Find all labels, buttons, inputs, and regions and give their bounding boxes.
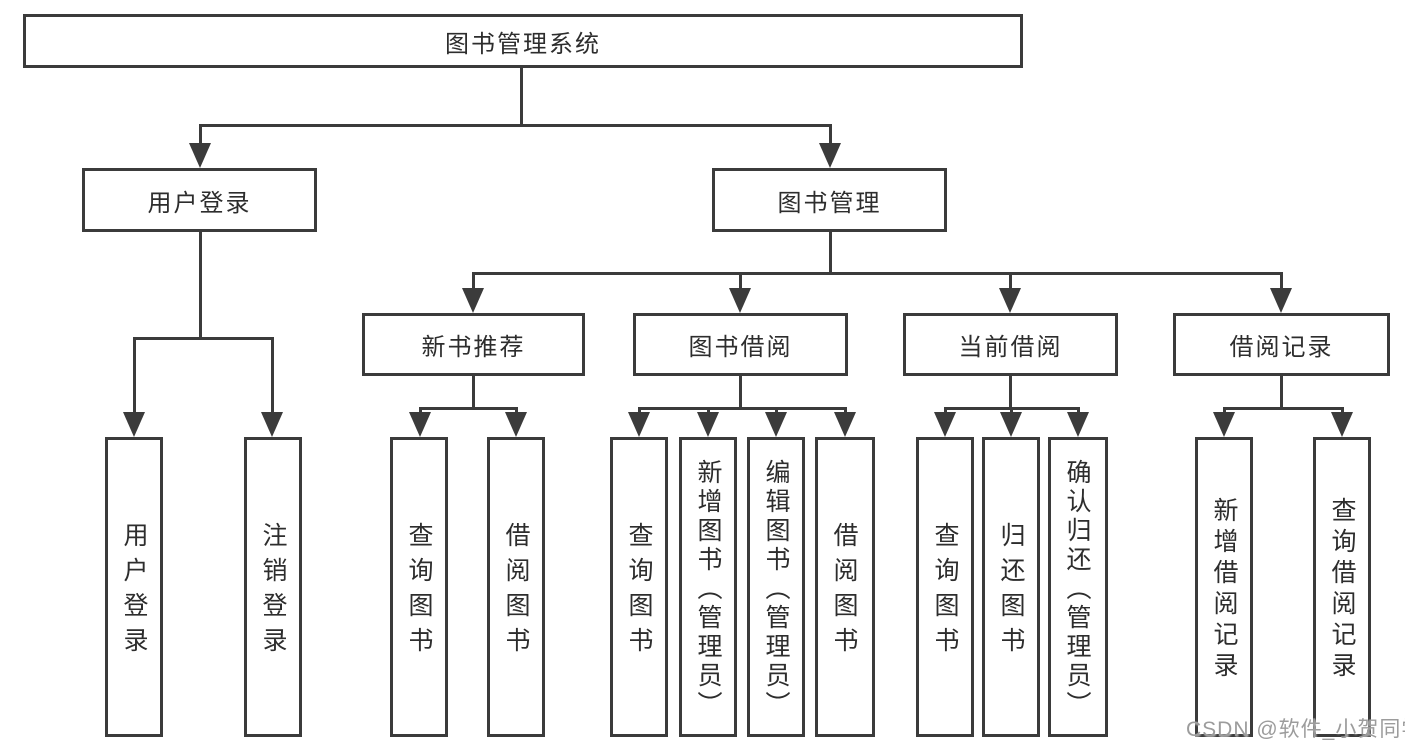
leaf-query-books-recommend: 查询图书 — [390, 437, 448, 737]
connector-hline — [133, 337, 274, 340]
connector-vline — [1009, 375, 1012, 410]
arrow-stem — [199, 124, 202, 149]
connector-vline — [199, 232, 202, 340]
arrow-stem — [271, 337, 274, 418]
arrowhead-icon — [505, 412, 527, 437]
arrowhead-icon — [729, 288, 751, 313]
node-user-login: 用户登录 — [82, 168, 317, 232]
arrow-stem — [472, 272, 475, 294]
connector-vline — [829, 232, 832, 275]
connector-vline — [1280, 376, 1283, 410]
arrowhead-icon — [834, 412, 856, 437]
leaf-add-borrow-record: 新增借阅记录 — [1195, 437, 1253, 737]
arrow-stem — [1280, 272, 1283, 294]
arrowhead-icon — [819, 143, 841, 168]
leaf-return-books: 归还图书 — [982, 437, 1040, 737]
leaf-borrow-books-recommend: 借阅图书 — [487, 437, 545, 737]
arrowhead-icon — [999, 288, 1021, 313]
arrowhead-icon — [765, 412, 787, 437]
leaf-borrow-books-borrow: 借阅图书 — [815, 437, 875, 737]
leaf-edit-book-admin: 编辑图书（管理员） — [747, 437, 805, 737]
arrow-stem — [739, 272, 742, 294]
node-current-borrowing: 当前借阅 — [903, 313, 1118, 376]
arrowhead-icon — [1331, 412, 1353, 437]
arrowhead-icon — [189, 143, 211, 168]
connector-vline — [472, 376, 475, 410]
leaf-query-borrow-record: 查询借阅记录 — [1313, 437, 1371, 737]
arrowhead-icon — [1000, 412, 1022, 437]
arrowhead-icon — [1270, 288, 1292, 313]
arrow-stem — [829, 124, 832, 149]
connector-hline — [472, 272, 1283, 275]
node-library-management-system: 图书管理系统 — [23, 14, 1023, 68]
connector-hline — [419, 407, 518, 410]
connector-hline — [638, 407, 847, 410]
leaf-query-books-current: 查询图书 — [916, 437, 974, 737]
arrowhead-icon — [462, 288, 484, 313]
leaf-user-login: 用户登录 — [105, 437, 163, 737]
arrowhead-icon — [261, 412, 283, 437]
leaf-confirm-return-admin: 确认归还（管理员） — [1048, 437, 1108, 737]
node-new-book-recommendation: 新书推荐 — [362, 313, 585, 376]
leaf-logout: 注销登录 — [244, 437, 302, 737]
node-book-management: 图书管理 — [712, 168, 947, 232]
arrowhead-icon — [409, 412, 431, 437]
leaf-query-books-borrow: 查询图书 — [610, 437, 668, 737]
leaf-add-book-admin: 新增图书（管理员） — [679, 437, 737, 737]
arrow-stem — [133, 337, 136, 418]
connector-hline — [199, 124, 832, 127]
arrowhead-icon — [123, 412, 145, 437]
connector-vline — [739, 375, 742, 410]
node-borrowing-records: 借阅记录 — [1173, 313, 1390, 376]
arrowhead-icon — [934, 412, 956, 437]
csdn-watermark: CSDN @软件_小贺同学 — [1186, 718, 1405, 741]
arrowhead-icon — [1213, 412, 1235, 437]
arrowhead-icon — [697, 412, 719, 437]
arrowhead-icon — [1067, 412, 1089, 437]
node-book-borrowing: 图书借阅 — [633, 313, 848, 376]
connector-vline — [520, 68, 523, 127]
arrowhead-icon — [628, 412, 650, 437]
connector-hline — [1223, 407, 1344, 410]
arrow-stem — [1009, 272, 1012, 294]
